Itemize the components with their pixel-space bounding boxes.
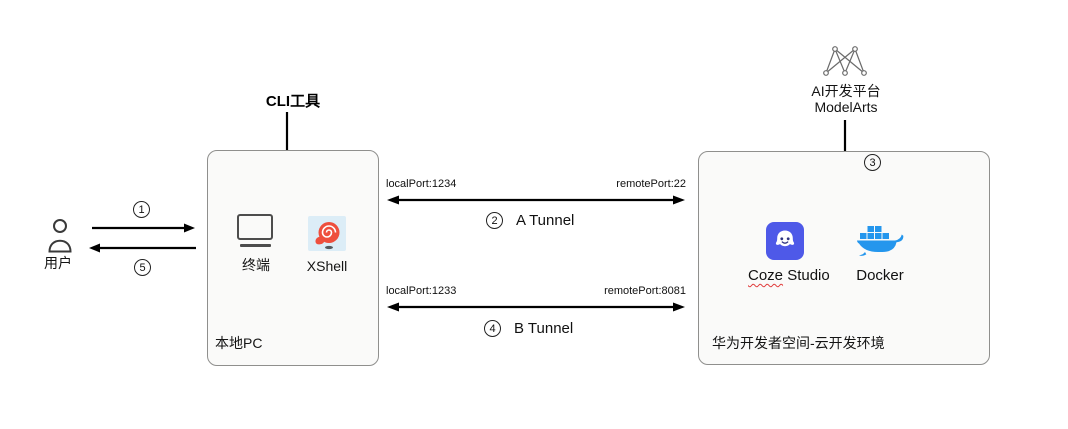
modelarts-icon bbox=[823, 46, 867, 76]
docker-icon bbox=[857, 226, 904, 256]
xshell-label: XShell bbox=[306, 258, 348, 274]
arrow-tunnel-a bbox=[387, 195, 685, 205]
tunnel-b-name: B Tunnel bbox=[514, 320, 574, 337]
step-5-badge: 5 bbox=[134, 259, 151, 276]
tunnel-a-caption: 2 A Tunnel bbox=[486, 212, 574, 229]
step-2-badge: 2 bbox=[486, 212, 503, 229]
arrow-pc-to-user bbox=[89, 243, 196, 253]
terminal-icon bbox=[237, 214, 273, 240]
coze-studio-label: Coze Studio bbox=[748, 267, 830, 284]
cloud-env-box bbox=[698, 151, 990, 365]
terminal-icon-base bbox=[240, 244, 271, 247]
xshell-icon bbox=[308, 216, 346, 251]
docker-label: Docker bbox=[856, 267, 904, 284]
step-1-badge: 1 bbox=[133, 201, 150, 218]
cloud-env-title: 华为开发者空间-云开发环境 bbox=[712, 335, 885, 351]
tunnel-b-remote-port: remotePort:8081 bbox=[604, 285, 686, 297]
user-label: 用户 bbox=[44, 255, 72, 271]
tunnel-a-name: A Tunnel bbox=[516, 212, 575, 229]
tunnel-a-remote-port: remotePort:22 bbox=[616, 178, 686, 190]
user-icon bbox=[48, 219, 72, 253]
local-pc-box bbox=[207, 150, 379, 366]
terminal-label: 终端 bbox=[242, 257, 270, 273]
step-3-badge: 3 bbox=[864, 154, 881, 171]
tunnel-b-caption: 4 B Tunnel bbox=[484, 320, 573, 337]
tunnel-b-local-port: localPort:1233 bbox=[386, 285, 457, 297]
coze-studio-label-word: Coze bbox=[748, 267, 784, 284]
arrow-tunnel-b bbox=[387, 302, 685, 312]
modelarts-caption-line1: AI开发平台 bbox=[811, 83, 881, 99]
modelarts-caption-line2: ModelArts bbox=[814, 99, 878, 115]
coze-studio-label-rest: Studio bbox=[783, 267, 830, 284]
arrow-user-to-pc bbox=[92, 223, 195, 233]
local-pc-title: 本地PC bbox=[215, 335, 263, 351]
modelarts-caption: AI开发平台 ModelArts bbox=[796, 83, 896, 115]
cli-tool-label: CLI工具 bbox=[265, 93, 321, 110]
step-4-badge: 4 bbox=[484, 320, 501, 337]
coze-studio-icon bbox=[766, 222, 804, 260]
tunnel-a-local-port: localPort:1234 bbox=[386, 178, 457, 190]
